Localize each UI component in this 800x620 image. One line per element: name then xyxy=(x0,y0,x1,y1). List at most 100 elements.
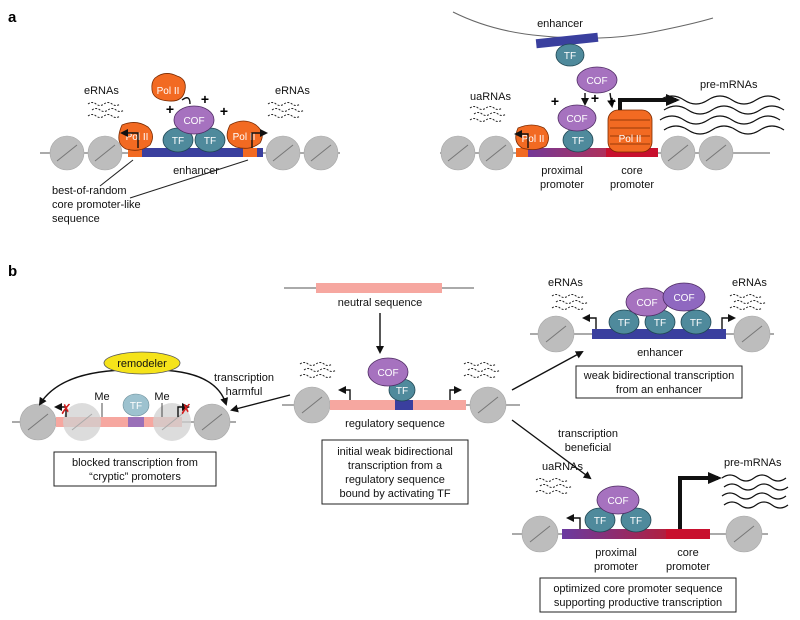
tf-blob xyxy=(620,507,652,533)
tf-label: TF xyxy=(654,318,666,329)
core-label: promoter xyxy=(666,561,710,573)
pol-ii-blob xyxy=(515,124,549,150)
pol-ii-blob xyxy=(151,73,186,102)
blocked-transcription: TF Me Me ✗ ✗ remodeler blocked transcrip… xyxy=(12,351,236,487)
caption-line: bound by activating TF xyxy=(339,488,450,500)
core-promoter-segment xyxy=(606,148,658,157)
enhancer-label: enhancer xyxy=(537,18,583,30)
beneficial-label: beneficial xyxy=(565,442,611,454)
mrna-wave xyxy=(663,125,785,135)
rna-squiggle xyxy=(87,102,121,106)
harmful-label: harmful xyxy=(226,386,263,398)
mrna-wave xyxy=(663,105,785,115)
cof-blob xyxy=(662,282,706,312)
cof-label: COF xyxy=(566,114,587,125)
plus-sign: + xyxy=(608,93,616,109)
enhancer-segment xyxy=(535,32,599,49)
block-x-icon: ✗ xyxy=(180,401,192,417)
note-line: core promoter-like xyxy=(52,199,141,211)
methyl-mark: Me xyxy=(154,391,169,403)
mrna-wave xyxy=(659,95,781,105)
rna-squiggle xyxy=(551,306,585,310)
core-label: core xyxy=(621,165,642,177)
path-arrow-enhancer xyxy=(511,351,584,391)
uarna-label: uaRNAs xyxy=(542,461,583,473)
caption-line: blocked transcription from xyxy=(72,457,198,469)
promoter-outcome: TF TF COF uaRNAs pre-mRNAs proximal prom… xyxy=(512,457,789,613)
plus-sign: + xyxy=(551,93,559,109)
tf-label: TF xyxy=(172,136,184,147)
tf-label: TF xyxy=(564,51,576,62)
rna-squiggle xyxy=(303,368,337,372)
cof-blob xyxy=(576,66,618,94)
nucleosome xyxy=(19,403,57,441)
rna-squiggle xyxy=(267,114,301,118)
proximal-promoter-segment xyxy=(516,148,608,157)
tf-blob xyxy=(555,43,585,67)
cof-blob xyxy=(557,104,597,132)
cof-label: COF xyxy=(586,76,607,87)
rna-squiggle xyxy=(299,362,333,366)
pol-ii-stack xyxy=(607,109,653,153)
promoter-caption-box xyxy=(539,577,737,613)
plus-sign: + xyxy=(201,91,209,107)
rna-squiggle xyxy=(535,490,569,494)
tf-label: TF xyxy=(130,401,142,412)
erna-label: eRNAs xyxy=(275,85,310,97)
erna-label: eRNAs xyxy=(548,277,583,289)
nucleosome xyxy=(49,135,85,171)
cof-label: COF xyxy=(377,368,398,379)
rna-squiggle xyxy=(299,374,333,378)
nucleosome xyxy=(733,315,771,353)
neutral-sequence: neutral sequence xyxy=(284,283,474,354)
caption-line: optimized core promoter sequence xyxy=(553,583,722,595)
cof-label: COF xyxy=(183,116,204,127)
rna-squiggle xyxy=(463,374,497,378)
nucleosome xyxy=(478,135,514,171)
promoter-like-segment xyxy=(516,148,528,157)
proximal-label: proximal xyxy=(541,165,583,177)
interaction-arrow xyxy=(181,97,191,105)
pol-ii-blob xyxy=(226,120,263,149)
tf-label: TF xyxy=(396,386,408,397)
cof-label: COF xyxy=(636,298,657,309)
mrna-wave xyxy=(723,483,789,491)
enhancer-caption-box xyxy=(575,365,743,399)
tss-arrow-strong xyxy=(618,94,680,110)
tf-label: TF xyxy=(630,516,642,527)
rna-squiggle xyxy=(473,112,507,116)
nucleosome xyxy=(725,515,763,553)
core-label: promoter xyxy=(610,179,654,191)
plus-sign: + xyxy=(591,90,599,106)
rna-squiggle xyxy=(87,114,121,118)
pre-mrna-label: pre-mRNAs xyxy=(724,457,782,469)
note-line: best-of-random xyxy=(52,185,127,197)
tf-blob xyxy=(608,309,640,335)
callout-line xyxy=(129,159,249,199)
pre-mrna-label: pre-mRNAs xyxy=(700,79,758,91)
rna-squiggle xyxy=(91,108,125,112)
nucleosome xyxy=(537,315,575,353)
tf-blob xyxy=(680,309,712,335)
callout-line xyxy=(99,159,134,187)
uarna-label: uaRNAs xyxy=(470,91,511,103)
nucleosome xyxy=(193,403,231,441)
proximal-label: proximal xyxy=(595,547,637,559)
panel-a-label: a xyxy=(8,9,17,26)
nucleosome xyxy=(63,403,101,441)
tss-arrow-left xyxy=(514,130,529,148)
cof-blob xyxy=(367,357,409,387)
tf-label: TF xyxy=(594,516,606,527)
tf-blob xyxy=(584,507,616,533)
nucleosome xyxy=(293,386,331,424)
plus-sign: + xyxy=(220,103,228,119)
mrna-wave xyxy=(721,474,787,482)
mrna-wave xyxy=(659,115,781,125)
caption-line: transcription from a xyxy=(348,460,443,472)
nucleosome xyxy=(698,135,734,171)
cof-label: COF xyxy=(607,496,628,507)
caption-line: supporting productive transcription xyxy=(554,597,722,609)
tf-label: TF xyxy=(204,136,216,147)
caption-line: “cryptic” promoters xyxy=(89,471,181,483)
